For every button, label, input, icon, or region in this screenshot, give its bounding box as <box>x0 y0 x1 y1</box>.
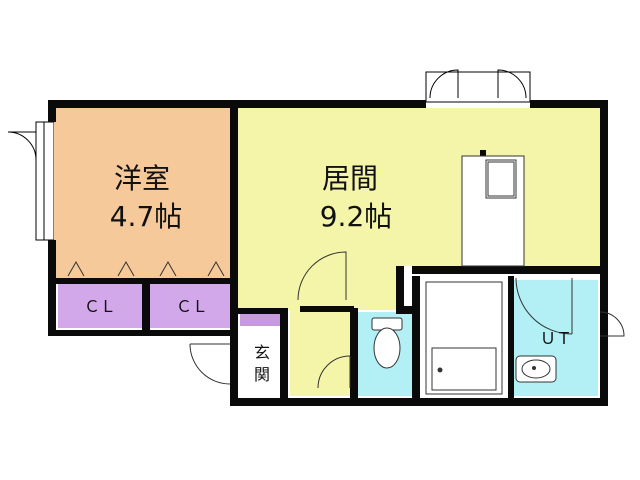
closet-left-label: ＣＬ <box>84 297 116 316</box>
entrance-label-1: 玄 <box>254 343 270 362</box>
living-room-size: 9.2帖 <box>320 200 393 233</box>
utility-label: ＵＴ <box>540 329 572 348</box>
living-room-lower-floor <box>238 266 398 310</box>
closet-left-floor <box>58 284 142 328</box>
entrance-purple-strip <box>240 314 280 326</box>
kitchen-counter <box>461 155 525 267</box>
closet-right-label: ＣＬ <box>176 297 208 316</box>
closet-hinge-marks <box>67 260 225 277</box>
balcony-doors <box>425 69 531 103</box>
left-window <box>7 121 55 241</box>
living-room-name: 居間 <box>322 162 378 195</box>
western-room-size: 4.7帖 <box>110 200 183 233</box>
washbasin <box>515 355 557 383</box>
western-room-floor <box>54 108 234 280</box>
corridor-floor <box>290 310 352 396</box>
toilet-fixture <box>371 317 403 369</box>
western-room-name: 洋室 <box>114 162 170 195</box>
door-swings <box>189 251 625 389</box>
living-room-floor <box>238 108 600 266</box>
walls <box>48 100 608 406</box>
closet-right-floor <box>150 284 232 328</box>
bathtub <box>425 281 503 395</box>
entrance-label-2: 関 <box>254 365 270 384</box>
